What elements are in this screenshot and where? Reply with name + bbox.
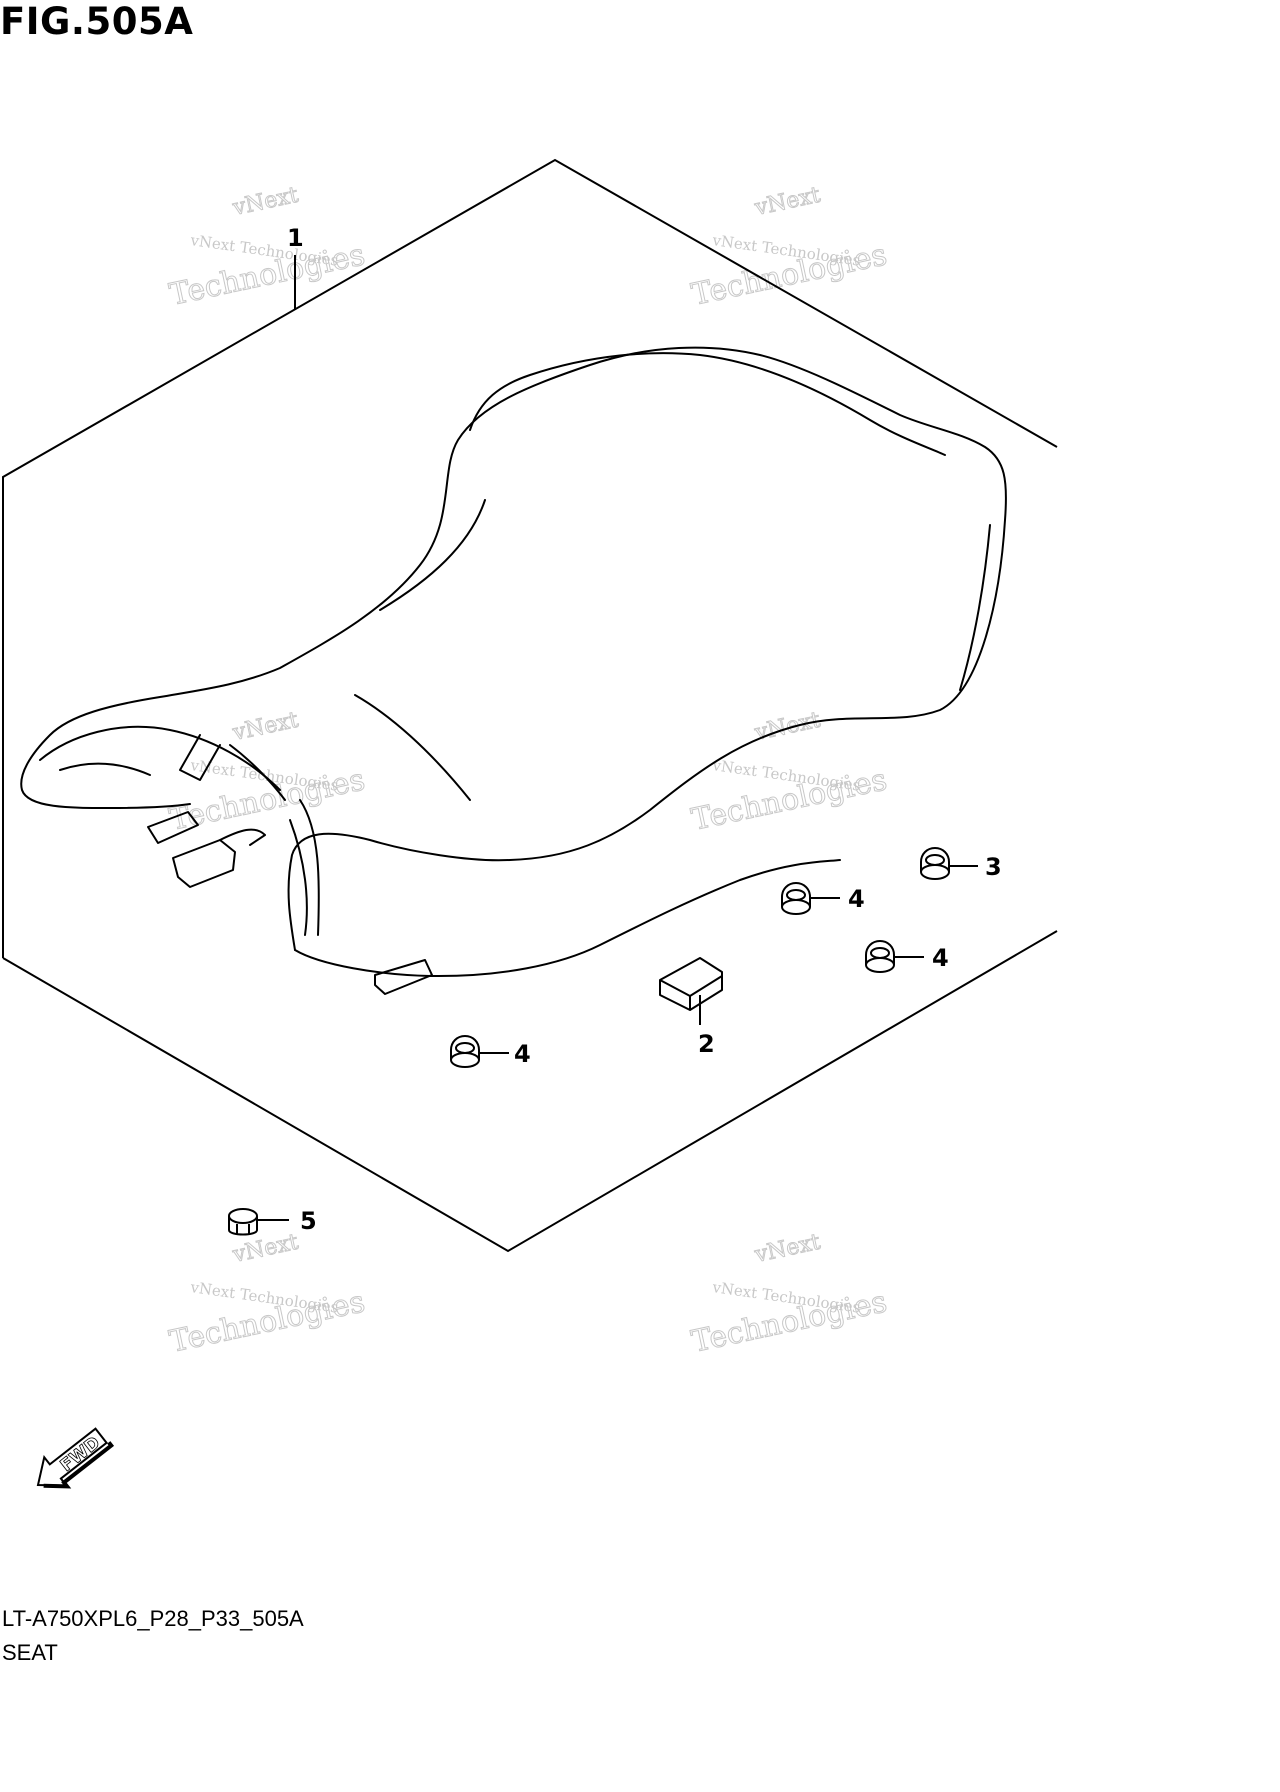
- watermark-text: vNext: [230, 708, 301, 746]
- part-3-cushion: [920, 846, 950, 880]
- callout-5: 5: [300, 1207, 317, 1235]
- watermark-text: vNext: [230, 1230, 301, 1268]
- watermark: vNext Technologies vNext Technologies: [166, 1229, 368, 1360]
- watermark: vNext Technologies vNext Technologies: [166, 707, 368, 838]
- seat-assembly: [20, 346, 1007, 995]
- part-4-cushion: [781, 881, 811, 915]
- callout-1: 1: [287, 224, 304, 252]
- assembly-frame: [2, 158, 1058, 1253]
- leader-lines: [257, 255, 978, 1221]
- watermark: vNext Technologies vNext Technologies: [688, 1229, 890, 1360]
- diagram-description: SEAT: [2, 1640, 58, 1665]
- watermark-text: vNext: [752, 1230, 823, 1268]
- callout-4: 4: [932, 944, 949, 972]
- watermark: vNext Technologies vNext Technologies: [166, 182, 368, 313]
- callout-4: 4: [514, 1040, 531, 1068]
- watermark-text: vNext: [752, 708, 823, 746]
- forward-arrow-icon: FWD: [36, 1427, 115, 1489]
- watermarks: vNext Technologies vNext Technologies vN…: [166, 182, 890, 1360]
- part-4-cushion: [865, 939, 895, 973]
- watermark-text: vNext: [752, 183, 823, 221]
- watermark-text: vNext: [230, 183, 301, 221]
- fastener-icons: [228, 846, 950, 1236]
- callout-4: 4: [848, 885, 865, 913]
- part-4-cushion: [450, 1034, 480, 1068]
- part-2-block: [659, 957, 723, 1011]
- part-5-nut: [228, 1208, 258, 1236]
- figure-title: FIG.505A: [0, 0, 194, 43]
- callout-2: 2: [698, 1030, 715, 1058]
- callouts: 1 2 3 4 4 4 5: [287, 224, 1002, 1235]
- callout-3: 3: [985, 853, 1002, 881]
- diagram-code: LT-A750XPL6_P28_P33_505A: [2, 1606, 304, 1631]
